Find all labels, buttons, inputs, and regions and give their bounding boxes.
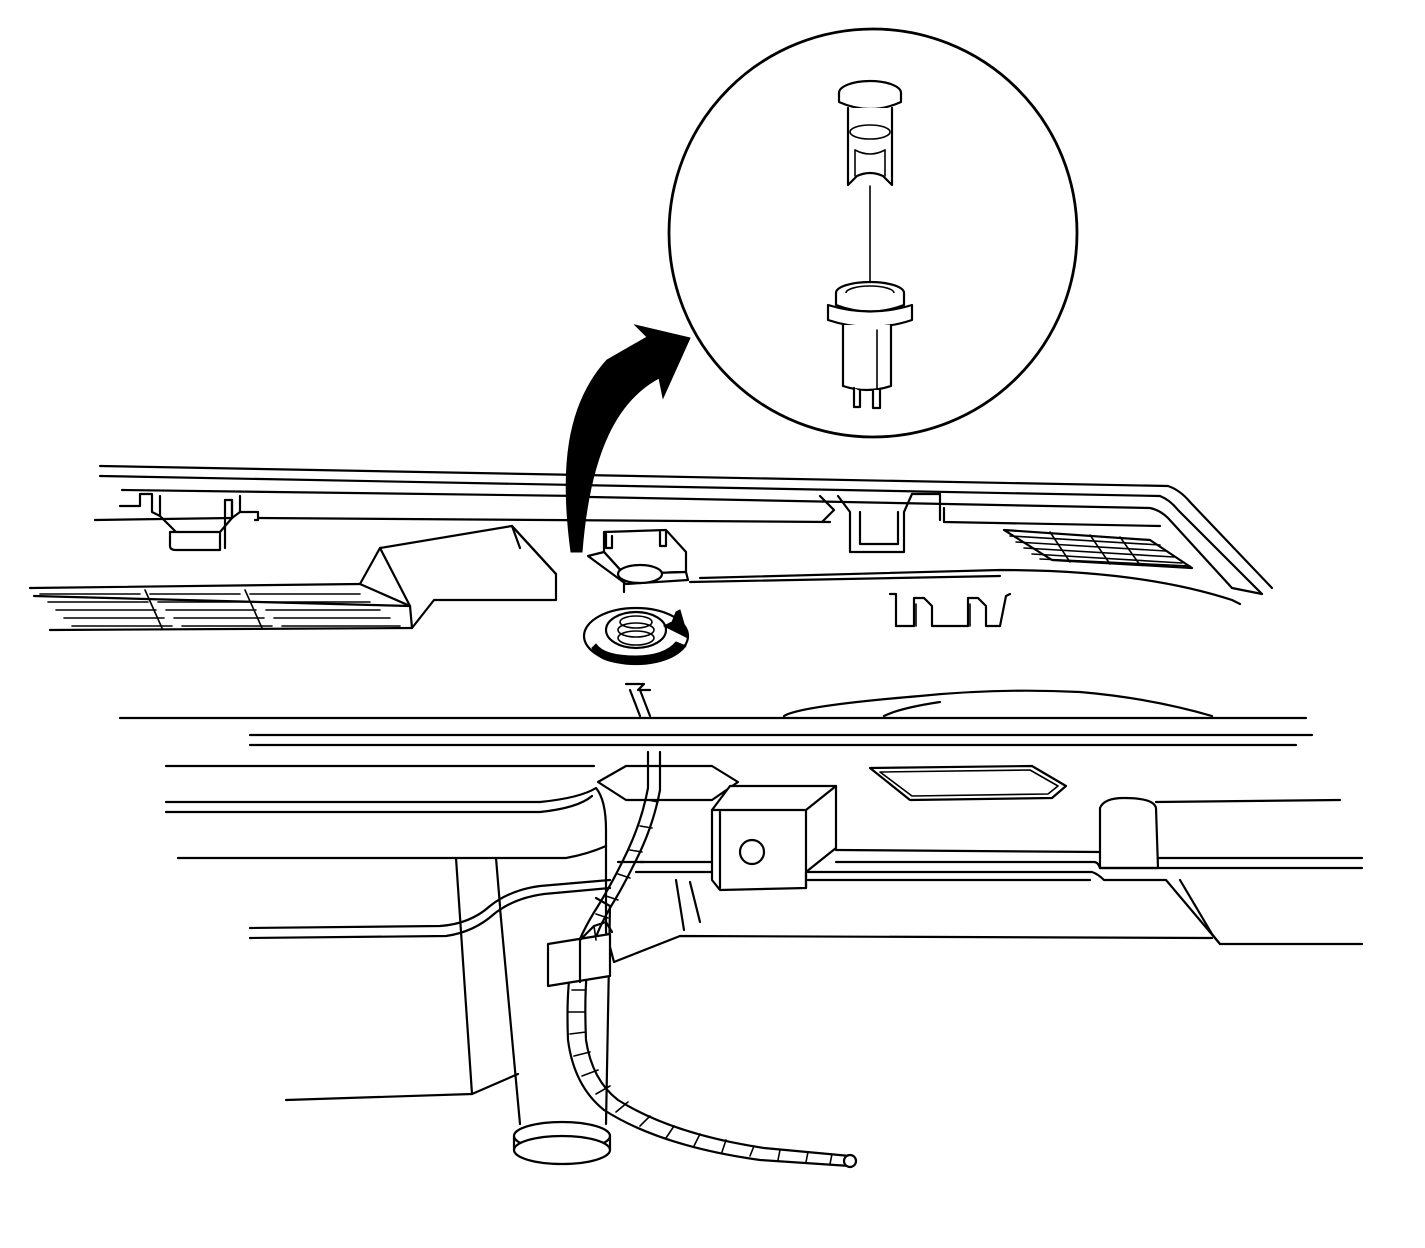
lamp-housing-bracket [586, 528, 690, 594]
socket-rotation-arrow [582, 606, 690, 666]
detail-callout-arrow [565, 324, 691, 553]
mounting-bracket [710, 784, 838, 892]
harness-retaining-clip [546, 920, 614, 988]
upper-trim-panel [93, 464, 1274, 596]
detail-view-magnifier [667, 27, 1079, 439]
left-vent-grille [28, 524, 558, 632]
bulb-socket [826, 280, 914, 410]
lamp-bulb [837, 79, 903, 187]
vehicle-body-panel [118, 689, 1364, 1102]
support-post [498, 896, 612, 1166]
right-vent-grille [688, 528, 1242, 628]
socket-wires [624, 682, 652, 718]
